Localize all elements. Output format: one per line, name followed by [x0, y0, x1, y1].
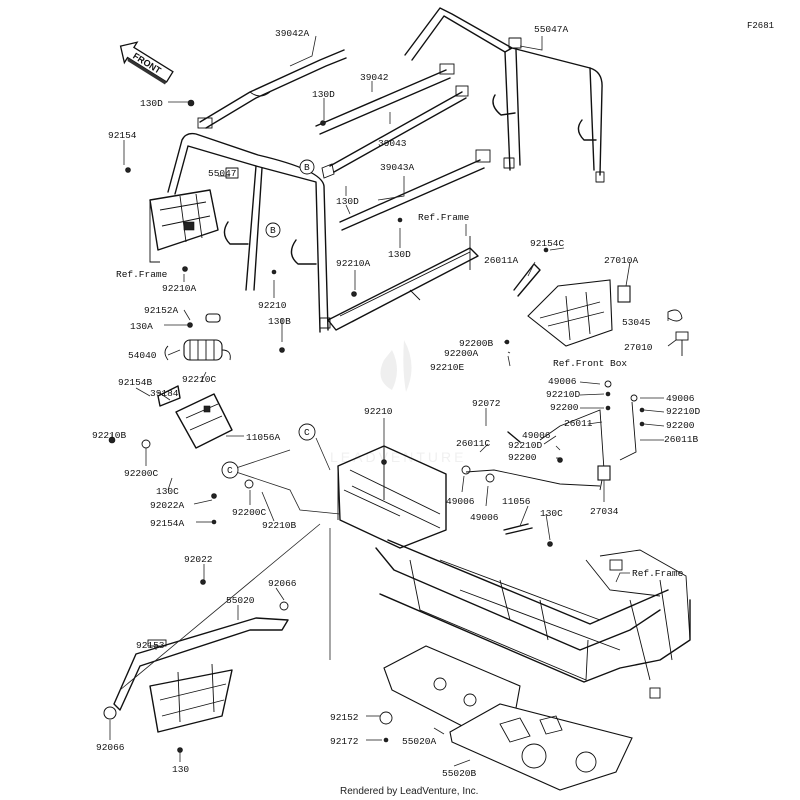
callout-c-upper-letter: C [304, 427, 310, 438]
label-92210A-left: 92210A [162, 283, 197, 294]
label-55020B: 55020B [442, 768, 477, 779]
callout-b-lower: B [265, 222, 281, 238]
callout-c-upper: C [298, 423, 316, 441]
winch-assembly [164, 313, 231, 361]
label-ref-frame-upper: Ref.Frame [418, 212, 470, 223]
callout-c-lower-letter: C [227, 465, 233, 476]
label-130D-mid: 130D [336, 196, 359, 207]
label-130C-left: 130C [156, 486, 179, 497]
label-ref-front-box: Ref.Front Box [553, 358, 627, 369]
label-92022: 92022 [184, 554, 213, 565]
label-92210D-b: 92210D [508, 440, 543, 451]
callout-b-upper-letter: B [304, 162, 310, 173]
label-92152: 92152 [330, 712, 359, 723]
label-92066-lower: 92066 [96, 742, 125, 753]
label-92210D-a: 92210D [546, 389, 581, 400]
label-55047A: 55047A [534, 24, 569, 35]
label-92210E: 92210E [430, 362, 465, 373]
label-130D-upper: 130D [312, 89, 335, 100]
label-ref-frame-right: Ref.Frame [632, 568, 684, 579]
watermark-text: LEADVENTURE [330, 449, 466, 465]
label-39043A: 39043A [380, 162, 415, 173]
label-49006-b: 49006 [522, 430, 551, 441]
label-27034: 27034 [590, 506, 619, 517]
label-92200B: 92200B [459, 338, 494, 349]
label-92200-b: 92200 [508, 452, 537, 463]
label-92200-c: 92200 [666, 420, 695, 431]
label-92154C: 92154C [530, 238, 565, 249]
label-55020A: 55020A [402, 736, 437, 747]
label-26011C: 26011C [456, 438, 491, 449]
label-92066-upper: 92066 [268, 578, 297, 589]
label-92154A: 92154A [150, 518, 185, 529]
label-11056: 11056 [502, 496, 531, 507]
label-92200-a: 92200 [550, 402, 579, 413]
front-arrow-icon: FRONT [119, 41, 174, 85]
label-55047: 55047 [208, 168, 237, 179]
label-92152A: 92152A [144, 305, 179, 316]
winch-mount-plate [157, 385, 233, 449]
hardware-fasteners [108, 99, 645, 753]
label-26011A: 26011A [484, 255, 519, 266]
label-92153: 92153 [136, 640, 165, 651]
lower-frame-rail [327, 236, 479, 331]
label-92022A: 92022A [150, 500, 185, 511]
label-92200A: 92200A [444, 348, 479, 359]
front-box-panel [513, 263, 689, 356]
label-49006-a: 49006 [548, 376, 577, 387]
label-130: 130 [172, 764, 189, 775]
front-bumper [103, 617, 289, 733]
label-26011B: 26011B [664, 434, 699, 445]
label-55020: 55020 [226, 595, 255, 606]
callout-c-lower: C [221, 461, 239, 479]
label-26011: 26011 [564, 418, 593, 429]
callout-b-lower-letter: B [270, 225, 276, 236]
label-49006-c: 49006 [446, 496, 475, 507]
label-92154: 92154 [108, 130, 137, 141]
label-92210-upper: 92210 [258, 300, 287, 311]
front-mount-bracket [149, 189, 219, 263]
label-39184: 39184 [150, 388, 179, 399]
rear-roll-cage [404, 7, 605, 183]
part-labels: 39042A 55047A 39042 130D 130D 39043 9215… [92, 24, 701, 779]
label-92210B-right: 92210B [262, 520, 297, 531]
label-39042A: 39042A [275, 28, 310, 39]
label-92200C-left: 92200C [124, 468, 159, 479]
roof-bars [197, 49, 491, 231]
main-frame [337, 445, 691, 699]
label-39043: 39043 [378, 138, 407, 149]
label-27010A: 27010A [604, 255, 639, 266]
label-92210C: 92210C [182, 374, 217, 385]
label-92172: 92172 [330, 736, 359, 747]
label-92072: 92072 [472, 398, 501, 409]
label-49006-d: 49006 [470, 512, 499, 523]
label-130A: 130A [130, 321, 153, 332]
label-92200C-right: 92200C [232, 507, 267, 518]
label-130D-lower: 130D [388, 249, 411, 260]
label-54040: 54040 [128, 350, 157, 361]
label-39042: 39042 [360, 72, 389, 83]
label-53045: 53045 [622, 317, 651, 328]
watermark-logo: LEADVENTURE [330, 340, 466, 465]
label-130B: 130B [268, 316, 291, 327]
label-27010: 27010 [624, 342, 653, 353]
front-roll-cage [167, 132, 331, 333]
skid-plate-rear [449, 703, 633, 791]
label-92154B: 92154B [118, 377, 153, 388]
label-92210B-left: 92210B [92, 430, 127, 441]
label-130D-left: 130D [140, 98, 163, 109]
label-92210-mid: 92210 [364, 406, 393, 417]
cables [465, 401, 637, 535]
leader-lines [109, 35, 677, 767]
label-49006-e: 49006 [666, 393, 695, 404]
label-ref-frame-left: Ref.Frame [116, 269, 168, 280]
figure-id: F2681 [747, 21, 774, 31]
label-92210D-c: 92210D [666, 406, 701, 417]
footer-credit: Rendered by LeadVenture, Inc. [340, 786, 478, 797]
callout-b-upper: B [299, 159, 315, 175]
label-11056A: 11056A [246, 432, 281, 443]
label-130C-right: 130C [540, 508, 563, 519]
label-92210A-right: 92210A [336, 258, 371, 269]
